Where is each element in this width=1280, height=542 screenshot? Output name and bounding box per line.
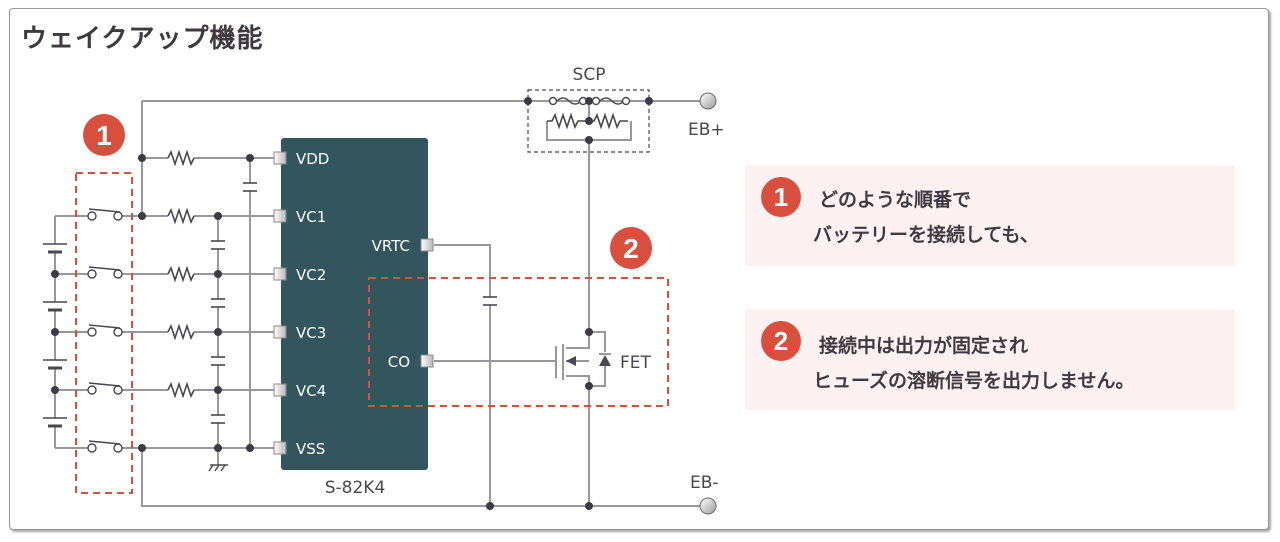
switch-2	[87, 266, 123, 279]
badge-2-number: 2	[623, 233, 639, 264]
pin-label-vrtc: VRTC	[372, 237, 410, 255]
wires	[54, 100, 700, 507]
pin-label-vss: VSS	[296, 440, 325, 458]
callout-2-line-2: ヒューズの溶断信号を出力しません。	[813, 370, 1135, 392]
fet-symbol	[555, 344, 611, 380]
callout-2-badge: 2	[761, 321, 801, 361]
pin-label-vc3: VC3	[296, 324, 326, 342]
callout-2: 2 接続中は出力が固定され ヒューズの溶断信号を出力しません。	[745, 309, 1235, 410]
switch-1	[87, 208, 123, 221]
highlight-box-2	[368, 277, 669, 407]
highlight-box-1	[75, 172, 133, 494]
switch-4	[87, 382, 123, 395]
junction-dots	[51, 97, 653, 510]
terminal-neg-icon	[699, 497, 717, 515]
badge-1: 1	[83, 114, 125, 156]
scp-fuses	[548, 96, 631, 106]
terminal-neg-label: EB-	[690, 473, 719, 493]
callout-1: 1 どのような順番で バッテリーを接続しても、	[745, 165, 1235, 266]
ic-body	[281, 138, 428, 470]
scp-label: SCP	[573, 65, 606, 85]
callout-1-badge: 1	[761, 177, 801, 217]
terminal-pos-label: EB+	[688, 120, 725, 140]
battery-cells	[43, 243, 67, 428]
pin-label-vdd: VDD	[296, 150, 329, 168]
resistors	[167, 112, 628, 399]
ic-pins	[273, 151, 434, 455]
terminal-pos-icon	[699, 92, 717, 110]
pin-label-vc1: VC1	[296, 208, 326, 226]
fet-label: FET	[620, 353, 652, 373]
badge-1-number: 1	[96, 120, 112, 151]
pin-label-co: CO	[388, 353, 410, 371]
callout-1-line-1: どのような順番で	[819, 189, 972, 211]
callout-2-line-1: 接続中は出力が固定され	[819, 335, 1029, 357]
page-title: ウェイクアップ機能	[21, 24, 264, 54]
switch-5	[87, 440, 123, 453]
callout-1-line-2: バッテリーを接続しても、	[813, 224, 1039, 246]
badge-2: 2	[610, 227, 652, 269]
switches	[87, 208, 123, 453]
capacitors	[211, 182, 497, 424]
ic-name-label: S-82K4	[325, 478, 386, 498]
pin-label-vc4: VC4	[296, 382, 326, 400]
ground-icon	[208, 464, 228, 472]
switch-3	[87, 324, 123, 337]
pin-label-vc2: VC2	[296, 266, 326, 284]
